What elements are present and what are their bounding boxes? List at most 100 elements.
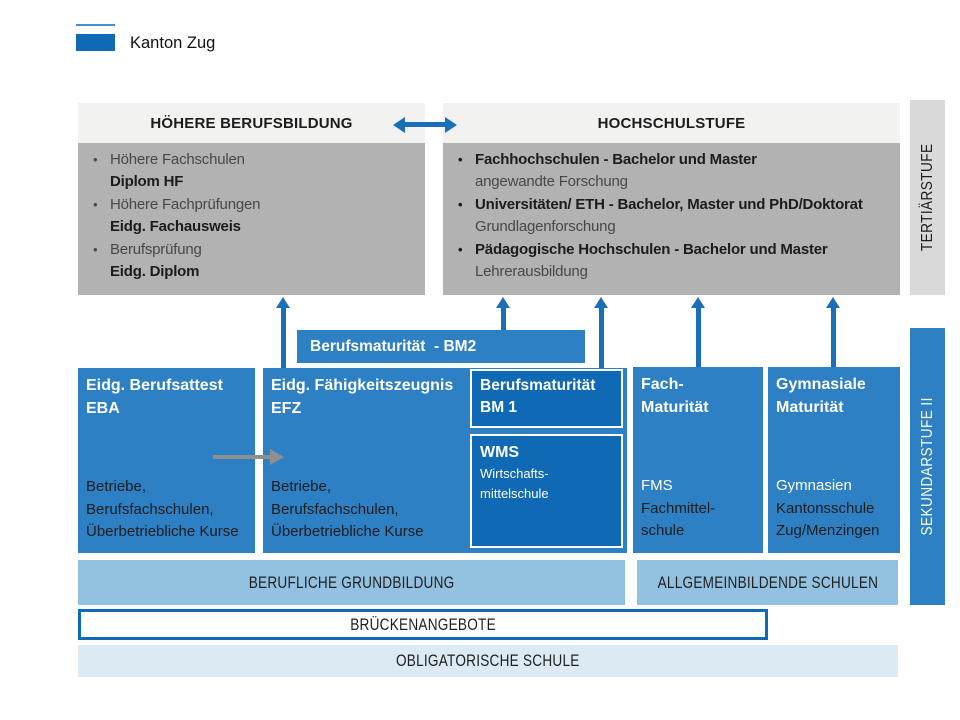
- wms-subtext: Wirtschafts- mittelschule: [480, 464, 613, 504]
- list-item: • Fachhochschulen - Bachelor und Master …: [453, 149, 890, 194]
- box-subtext: Betriebe, Berufsfachschulen, Überbetrieb…: [271, 476, 424, 544]
- title-line: Fach-: [641, 376, 684, 393]
- sub-line: schule: [641, 522, 685, 539]
- header-hochschule-label: HOCHSCHULSTUFE: [597, 114, 746, 132]
- box-berufsmaturitaet-bm1: Berufsmaturität BM 1: [470, 369, 623, 428]
- arrow-head-up: [826, 297, 840, 308]
- item-plain: Höhere Fachprüfungen: [110, 195, 261, 213]
- bm1-line: BM 1: [480, 399, 518, 416]
- box-gymnasiale-maturitaet: Gymnasiale Maturität Gymnasien Kantonssc…: [768, 367, 900, 553]
- sekundarstufe-bar: SEKUNDARSTUFE II: [910, 328, 945, 605]
- sub-line: Berufsfachschulen,: [86, 500, 214, 518]
- box-wms-wirtschaftsmittelschule: WMS Wirtschafts- mittelschule: [470, 434, 623, 548]
- bar-berufliche-grundbildung: BERUFLICHE GRUNDBILDUNG: [78, 560, 625, 605]
- title-line: Eidg. Berufsattest: [86, 377, 223, 394]
- arrow-head-right: [270, 449, 284, 465]
- list-item: • Höhere Fachschulen Diplom HF: [88, 149, 415, 194]
- arrow-gym-to-hochschule: [826, 297, 840, 367]
- title-line: Maturität: [641, 398, 709, 416]
- arrow-shaft: [830, 306, 836, 367]
- bm2-label: Berufsmaturität - BM2: [310, 337, 477, 355]
- box-title: Eidg. Fähigkeitszeugnis EFZ: [271, 375, 453, 420]
- tertiaerstufe-label: TERTIÄRSTUFE: [918, 143, 936, 252]
- logo-label: Kanton Zug: [130, 34, 216, 52]
- bar-allgemeinbildende-schulen: ALLGEMEINBILDENDE SCHULEN: [637, 560, 898, 605]
- item-plain: angewandte Forschung: [475, 173, 628, 191]
- arrow-head-up: [691, 297, 705, 308]
- box-title: Fach- Maturität: [641, 374, 709, 419]
- header-hoehere-label: HÖHERE BERUFSBILDUNG: [150, 114, 353, 132]
- berufsmaturitaet-bm2-bar: Berufsmaturität - BM2: [297, 330, 585, 363]
- list-item: • Höhere Fachprüfungen Eidg. Fachausweis: [88, 194, 415, 239]
- arrow-head-up: [276, 297, 290, 308]
- arrow-fach-to-hochschule: [691, 297, 705, 367]
- item-bold: Fachhochschulen - Bachelor und Master: [475, 151, 757, 168]
- bullet-icon: •: [93, 152, 98, 167]
- arrow-shaft: [500, 306, 506, 331]
- item-bold: Diplom HF: [110, 173, 184, 191]
- box-subtext: FMS Fachmittel- schule: [641, 475, 715, 543]
- title-line: EFZ: [271, 399, 302, 417]
- header-hochschulstufe: HOCHSCHULSTUFE: [443, 103, 900, 143]
- item-bold: Pädagogische Hochschulen - Bachelor und …: [475, 240, 828, 258]
- list-item: • Universitäten/ ETH - Bachelor, Master …: [453, 194, 890, 239]
- arrow-shaft: [213, 455, 271, 459]
- box-eidg-berufsattest-eba: Eidg. Berufsattest EBA Betriebe, Berufsf…: [78, 368, 255, 553]
- box-fachmaturitaet: Fach- Maturität FMS Fachmittel- schule: [633, 367, 763, 553]
- arrow-shaft: [695, 306, 701, 367]
- box-title: Gymnasiale Maturität: [776, 374, 866, 419]
- title-line: EBA: [86, 399, 120, 417]
- title-line: Gymnasiale: [776, 376, 866, 393]
- item-bold: Eidg. Fachausweis: [110, 218, 241, 236]
- sub-line: Berufsfachschulen,: [271, 500, 399, 518]
- hoehere-berufsbildung-content: • Höhere Fachschulen Diplom HF • Höhere …: [78, 143, 425, 295]
- wms-title: WMS: [480, 444, 520, 461]
- header-hoehere-berufsbildung: HÖHERE BERUFSBILDUNG: [78, 103, 425, 143]
- bullet-icon: •: [93, 196, 98, 212]
- item-plain: Lehrerausbildung: [475, 263, 588, 281]
- sub-line: Kantonsschule: [776, 499, 875, 517]
- bm1-line: Berufsmaturität: [480, 377, 596, 394]
- sekundarstufe-label: SEKUNDARSTUFE II: [918, 397, 936, 536]
- bullet-icon: •: [458, 241, 463, 257]
- arrow-head-left: [393, 117, 405, 133]
- arrow-shaft: [598, 306, 604, 370]
- box-subtext: Betriebe, Berufsfachschulen, Überbetrieb…: [86, 476, 239, 544]
- bullet-icon: •: [458, 196, 463, 212]
- bar-label: ALLGEMEINBILDENDE SCHULEN: [657, 572, 878, 592]
- bar-label: OBLIGATORISCHE SCHULE: [396, 651, 580, 670]
- sub-line: Zug/Menzingen: [776, 522, 880, 539]
- sub-line: Betriebe,: [86, 478, 147, 495]
- list-item: • Berufsprüfung Eidg. Diplom: [88, 239, 415, 284]
- hochschulstufe-content: • Fachhochschulen - Bachelor und Master …: [443, 143, 900, 295]
- arrow-efz-to-hoehere: [276, 297, 290, 368]
- bar-label: BRÜCKENANGEBOTE: [350, 614, 496, 634]
- box-subtext: Gymnasien Kantonsschule Zug/Menzingen: [776, 475, 879, 543]
- box-title: Eidg. Berufsattest EBA: [86, 375, 223, 420]
- item-plain: Berufsprüfung: [110, 240, 202, 258]
- bullet-icon: •: [458, 152, 463, 167]
- item-bold: Universitäten/ ETH - Bachelor, Master un…: [475, 195, 863, 213]
- arrow-head-up: [594, 297, 608, 308]
- sub-line: Betriebe,: [271, 478, 332, 495]
- kanton-zug-logo-icon: [76, 34, 115, 51]
- sub-line: Überbetriebliche Kurse: [86, 523, 239, 540]
- title-line: Eidg. Fähigkeitszeugnis: [271, 377, 454, 394]
- bullet-icon: •: [93, 241, 98, 257]
- item-bold: Eidg. Diplom: [110, 263, 200, 281]
- arrow-bm1-to-hochschule: [594, 297, 608, 370]
- school-line: FMS: [641, 477, 673, 494]
- sub-line: Fachmittel-: [641, 499, 716, 517]
- item-plain: Grundlagenforschung: [475, 218, 616, 236]
- sub-line: mittelschule: [480, 486, 549, 501]
- logo-line: [76, 24, 115, 26]
- title-line: Maturität: [776, 398, 844, 416]
- double-arrow-shaft: [402, 122, 448, 127]
- tertiaerstufe-bar: TERTIÄRSTUFE: [910, 100, 945, 295]
- sub-line: Wirtschafts-: [480, 466, 549, 481]
- arrow-head-right: [445, 117, 457, 133]
- list-item: • Pädagogische Hochschulen - Bachelor un…: [453, 239, 890, 284]
- arrow-head-up: [496, 297, 510, 308]
- arrow-shaft: [280, 306, 286, 368]
